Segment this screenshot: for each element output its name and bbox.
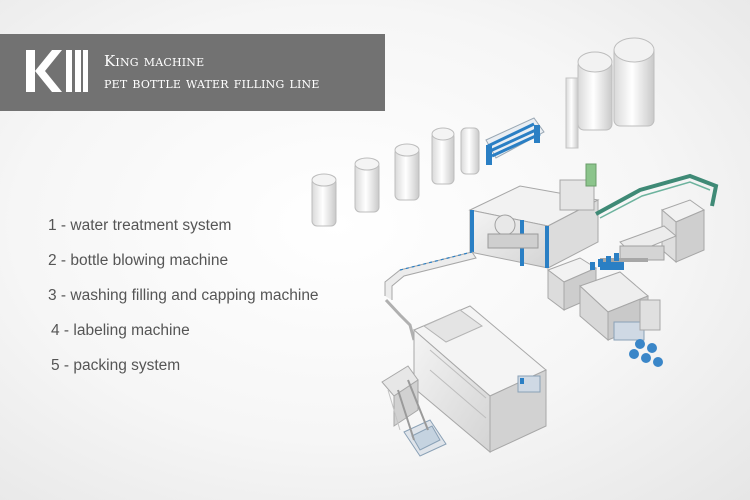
green-conveyor [595, 173, 719, 219]
storage-tanks [565, 37, 655, 149]
bottles-on-line [590, 253, 619, 270]
air-conveyor [384, 251, 477, 341]
banner-text-group: King machine pet bottle water filling li… [104, 50, 320, 94]
title-banner: King machine pet bottle water filling li… [0, 34, 385, 111]
water-treatment-tanks [311, 127, 480, 227]
banner-title: King machine [104, 52, 205, 70]
legend-item-water-treatment: 1 - water treatment system [48, 217, 232, 234]
filling-machine [468, 163, 600, 269]
km-logo-icon [26, 50, 88, 92]
legend-item-packing: 5 - packing system [51, 357, 181, 374]
banner-subtitle: pet bottle water filling line [104, 74, 320, 92]
packing-system [546, 257, 663, 367]
blowing-machine [413, 305, 547, 454]
component-legend: 1 - water treatment system 2 - bottle bl… [48, 216, 319, 391]
labeling-machine [619, 199, 706, 264]
legend-item-filling-capping: 3 - washing filling and capping machine [48, 287, 319, 304]
preform-elevator [381, 365, 447, 457]
legend-item-bottle-blowing: 2 - bottle blowing machine [48, 252, 229, 269]
legend-item-labeling: 4 - labeling machine [51, 322, 190, 339]
ro-unit [485, 117, 545, 165]
